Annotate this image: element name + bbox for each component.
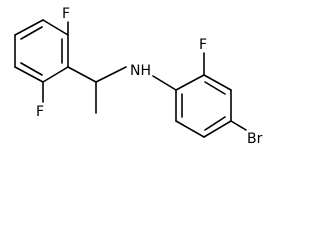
ring-b-bond-2-inner: [204, 81, 226, 95]
atom-label-fluorine-bottom: F: [36, 104, 44, 120]
bond-nh-ring: [152, 75, 177, 91]
atom-label-bromine: Br: [247, 131, 263, 147]
ring-b-bond-4: [203, 120, 232, 138]
ring-b-bond-1: [175, 74, 205, 91]
chemical-structure-diagram: F F NH F Br: [14, 6, 263, 147]
bromofluorophenyl-ring: [175, 74, 232, 138]
ring-a-bond-1: [42, 19, 69, 36]
bond-ch-nh: [95, 66, 127, 83]
ring-b-bond-5: [175, 120, 205, 138]
ring-a-bond-2: [14, 19, 44, 36]
atom-label-fluorine-top: F: [62, 6, 70, 22]
ring-b-bond-2: [203, 74, 232, 91]
bond-c-br: [230, 120, 247, 131]
bond-ring-to-ch: [67, 66, 97, 83]
ring-a-bond-4-inner: [20, 62, 43, 76]
ring-b-bond-4-inner: [204, 116, 226, 131]
ring-a-bond-5: [42, 66, 69, 83]
ring-a-bond-4: [14, 66, 44, 83]
atom-label-fluorine-right: F: [199, 37, 207, 53]
atom-label-amine: NH: [130, 63, 151, 79]
ring-a-bond-2-inner: [20, 26, 43, 40]
difluorophenyl-ring: [14, 19, 69, 83]
